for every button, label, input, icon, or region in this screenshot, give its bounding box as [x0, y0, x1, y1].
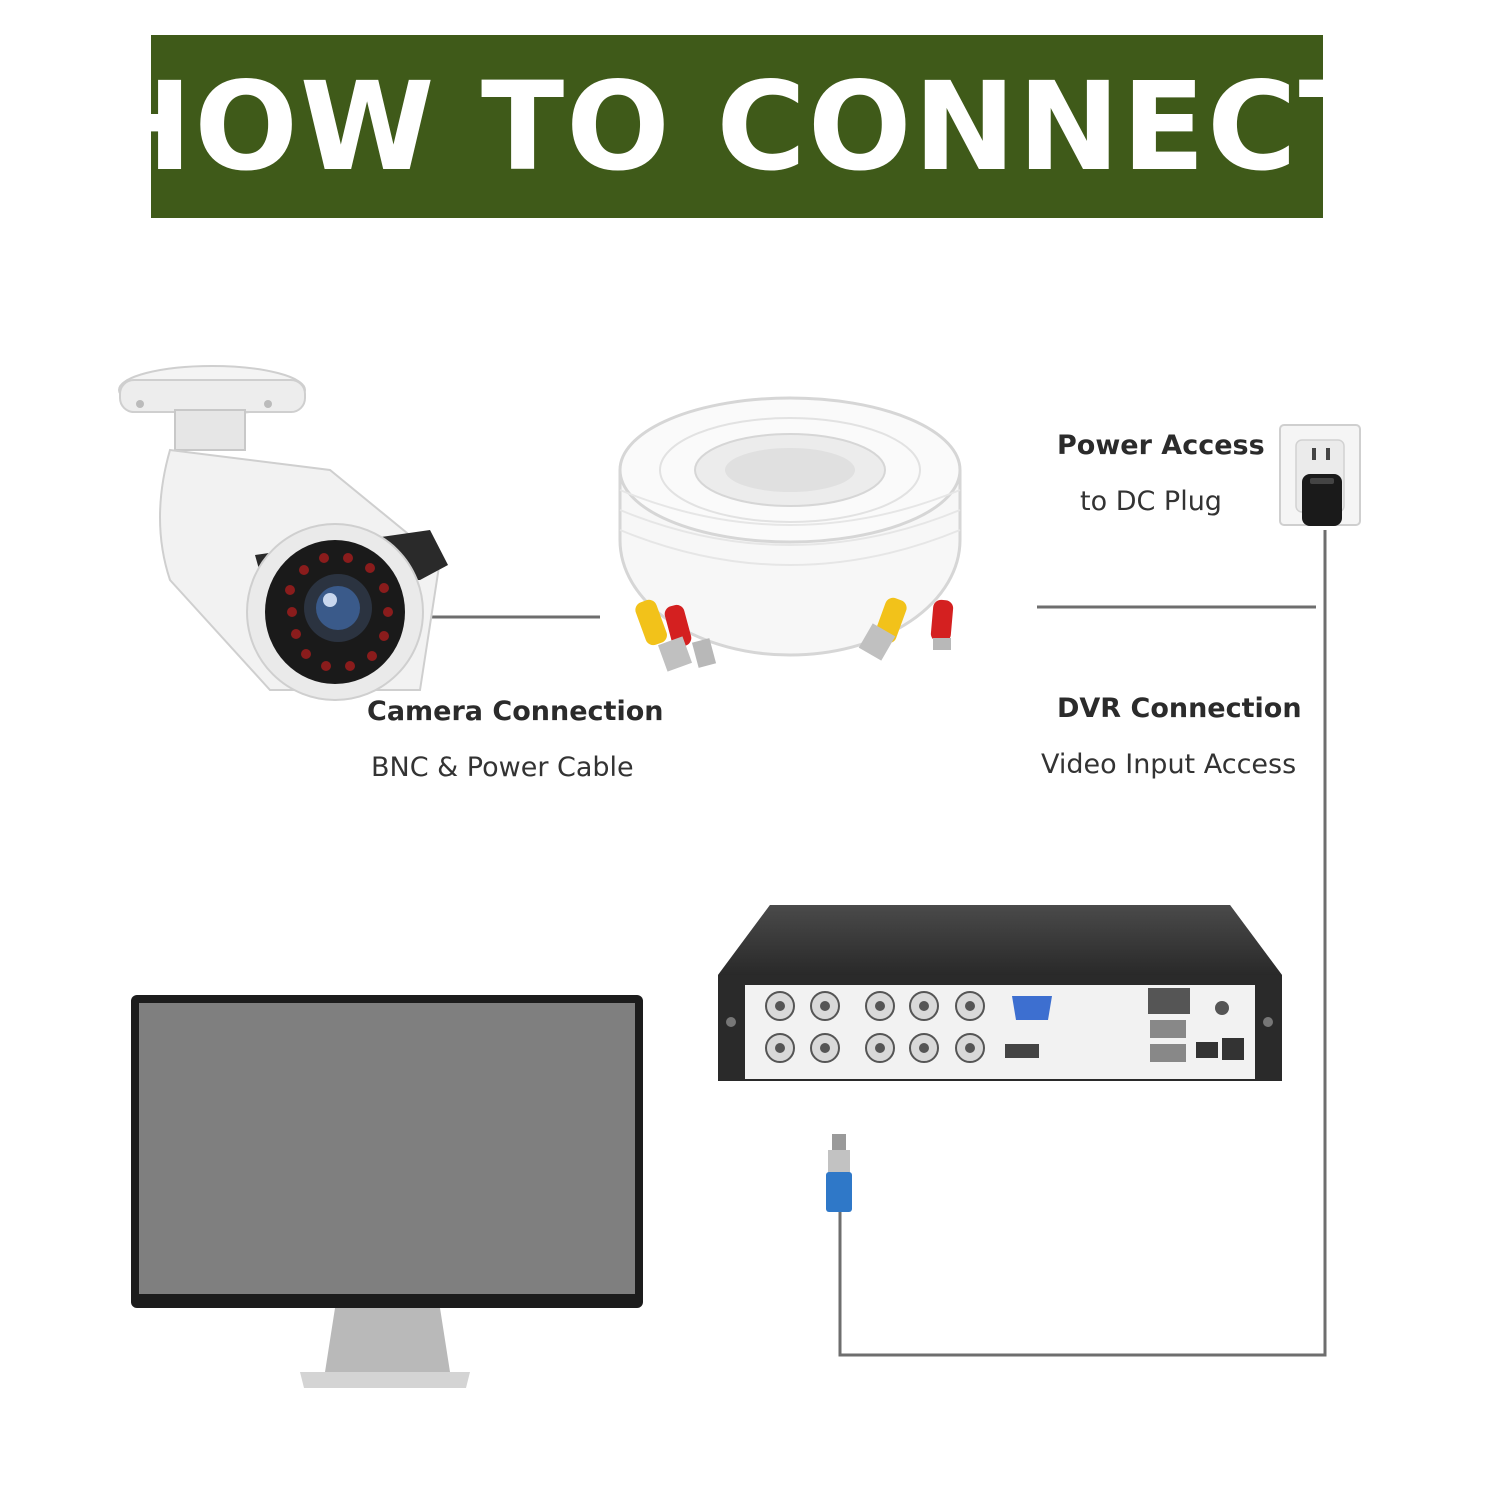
bullet-camera-icon [118, 365, 448, 701]
cable-coil-icon [618, 396, 962, 672]
connection-lines [430, 530, 1327, 1357]
title-banner: HOW TO CONNECT [90, 35, 1382, 218]
page-title: HOW TO CONNECT [90, 55, 1384, 198]
dvr-recorder-icon [718, 905, 1282, 1081]
bnc-connector-icon [826, 1134, 852, 1212]
power-access-subtitle: to DC Plug [1080, 486, 1222, 517]
power-access-title: Power Access [1057, 430, 1265, 461]
wall-outlet-icon [1279, 424, 1361, 526]
camera-connection-title: Camera Connection [367, 696, 664, 727]
dvr-connection-title: DVR Connection [1057, 693, 1302, 724]
monitor-icon [131, 995, 643, 1388]
dvr-connection-subtitle: Video Input Access [1041, 749, 1297, 780]
camera-connection-subtitle: BNC & Power Cable [371, 752, 634, 783]
